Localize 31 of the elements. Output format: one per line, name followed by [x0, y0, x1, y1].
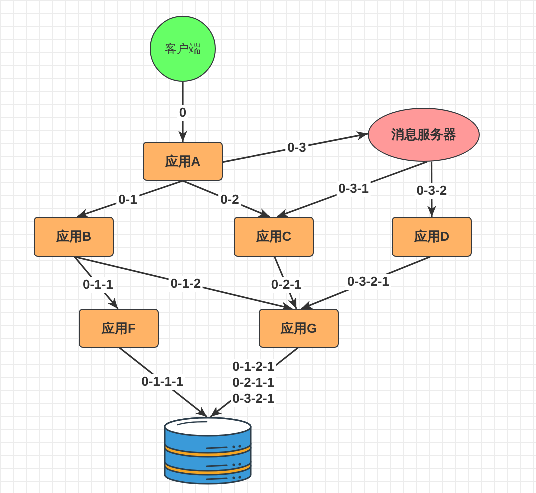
- node-label: 应用F: [102, 320, 136, 336]
- node-label: 客户端: [165, 41, 201, 57]
- arrow: [178, 82, 188, 142]
- process-box: [143, 142, 223, 181]
- edge-label: 0-3-1: [336, 180, 371, 197]
- node-label: 应用D: [414, 229, 450, 245]
- ellipse-node: [368, 108, 480, 162]
- database-icon: [163, 417, 253, 485]
- edge-label: 0-3: [286, 140, 308, 156]
- arrow: [76, 180, 184, 218]
- node-label: 应用A: [165, 154, 201, 170]
- arrow: [222, 132, 368, 164]
- edge-label: 0-2-1: [269, 277, 304, 294]
- node-label: 应用G: [280, 320, 318, 336]
- process-box: [392, 217, 472, 257]
- edge-label: 0-3-2: [414, 183, 450, 200]
- node-label: 应用C: [256, 229, 292, 245]
- edge-label: 0-1-2-1 0-2-1-1 0-3-2-1: [230, 359, 277, 408]
- edge-label: 0-1-2: [168, 276, 204, 292]
- process-box: [234, 217, 314, 257]
- edge-label: 0-3-2-1: [346, 274, 392, 290]
- edge-label: 0-2: [218, 192, 242, 208]
- node-label: 消息服务器: [392, 127, 456, 143]
- process-box: [79, 309, 159, 348]
- edge-label: 0: [177, 105, 189, 122]
- edge-label: 0-1: [116, 192, 140, 208]
- process-box: [259, 309, 339, 348]
- node-label: 应用B: [56, 229, 92, 245]
- edge-label: 0-1-1-1: [140, 374, 186, 390]
- process-box: [34, 217, 114, 257]
- edge-label: 0-1-1: [81, 277, 116, 294]
